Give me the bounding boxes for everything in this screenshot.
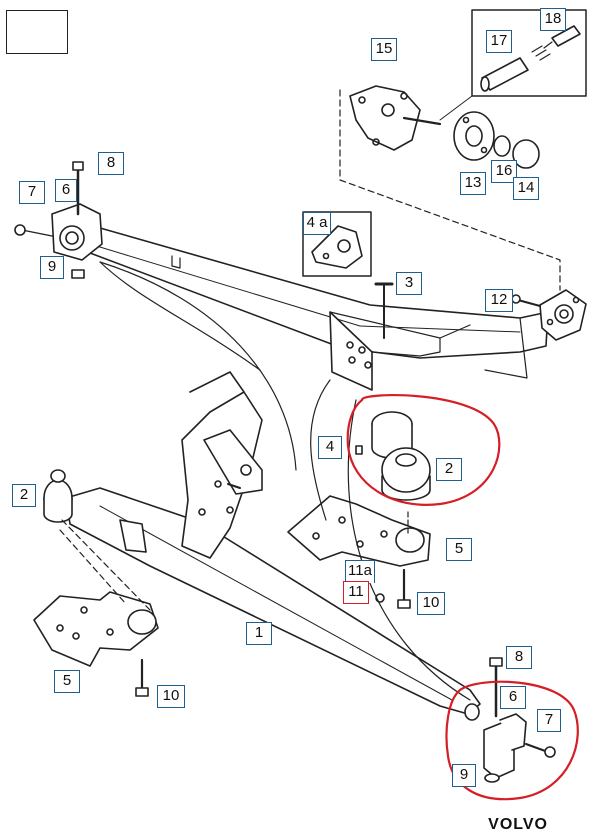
wheel-hub [453, 111, 540, 169]
callout-11: 11 [343, 581, 369, 604]
mounting-bracket-5-left [33, 591, 159, 697]
callout-2-left: 2 [12, 484, 36, 507]
highlight-circle-bracket [445, 680, 579, 801]
leader-curve-1 [99, 261, 261, 371]
highlight-circle-bushing [346, 394, 501, 506]
callout-7-bottom: 7 [537, 709, 561, 732]
callout-12: 12 [485, 289, 513, 312]
brand-logo-text: VOLVO [488, 816, 548, 833]
callout-2-right: 2 [436, 458, 462, 481]
callout-9-top: 9 [40, 256, 64, 279]
callout-8-top: 8 [98, 152, 124, 175]
callout-5-left: 5 [54, 670, 80, 693]
callout-10-left: 10 [157, 685, 185, 708]
callout-7-top: 7 [19, 181, 45, 204]
callout-1: 1 [246, 622, 272, 645]
bolt-12 [517, 299, 541, 307]
callout-16: 16 [491, 160, 517, 183]
hub-flange [539, 289, 587, 341]
callout-18: 18 [540, 8, 566, 31]
callout-3: 3 [396, 272, 422, 295]
callout-6-top: 6 [55, 179, 77, 202]
callout-4a: 4 a [303, 212, 331, 235]
inset-spring-frame [471, 9, 587, 97]
callout-8-bottom: 8 [506, 646, 532, 669]
leader-dashed-hub [339, 89, 561, 291]
callout-13: 13 [460, 172, 486, 195]
callout-15: 15 [371, 38, 397, 61]
callout-5-right: 5 [446, 538, 472, 561]
callout-6-bottom: 6 [500, 686, 526, 709]
callout-9-bottom: 9 [452, 764, 476, 787]
axle-beam-upper [85, 223, 549, 391]
bushing-2-right [355, 411, 431, 535]
callout-4: 4 [318, 436, 342, 459]
leader-curve-2 [99, 261, 297, 471]
car-thumbnail-frame [6, 10, 68, 54]
bushing-2-left [43, 469, 73, 523]
callout-11a: 11a [345, 560, 375, 583]
bushing-bracket-right [464, 657, 556, 783]
callout-14: 14 [513, 177, 539, 200]
inset-4a-frame [302, 211, 372, 277]
callout-10-right: 10 [417, 592, 445, 615]
steering-knuckle [349, 85, 442, 151]
bushing-bracket-left [14, 161, 103, 279]
callout-17: 17 [486, 30, 512, 53]
